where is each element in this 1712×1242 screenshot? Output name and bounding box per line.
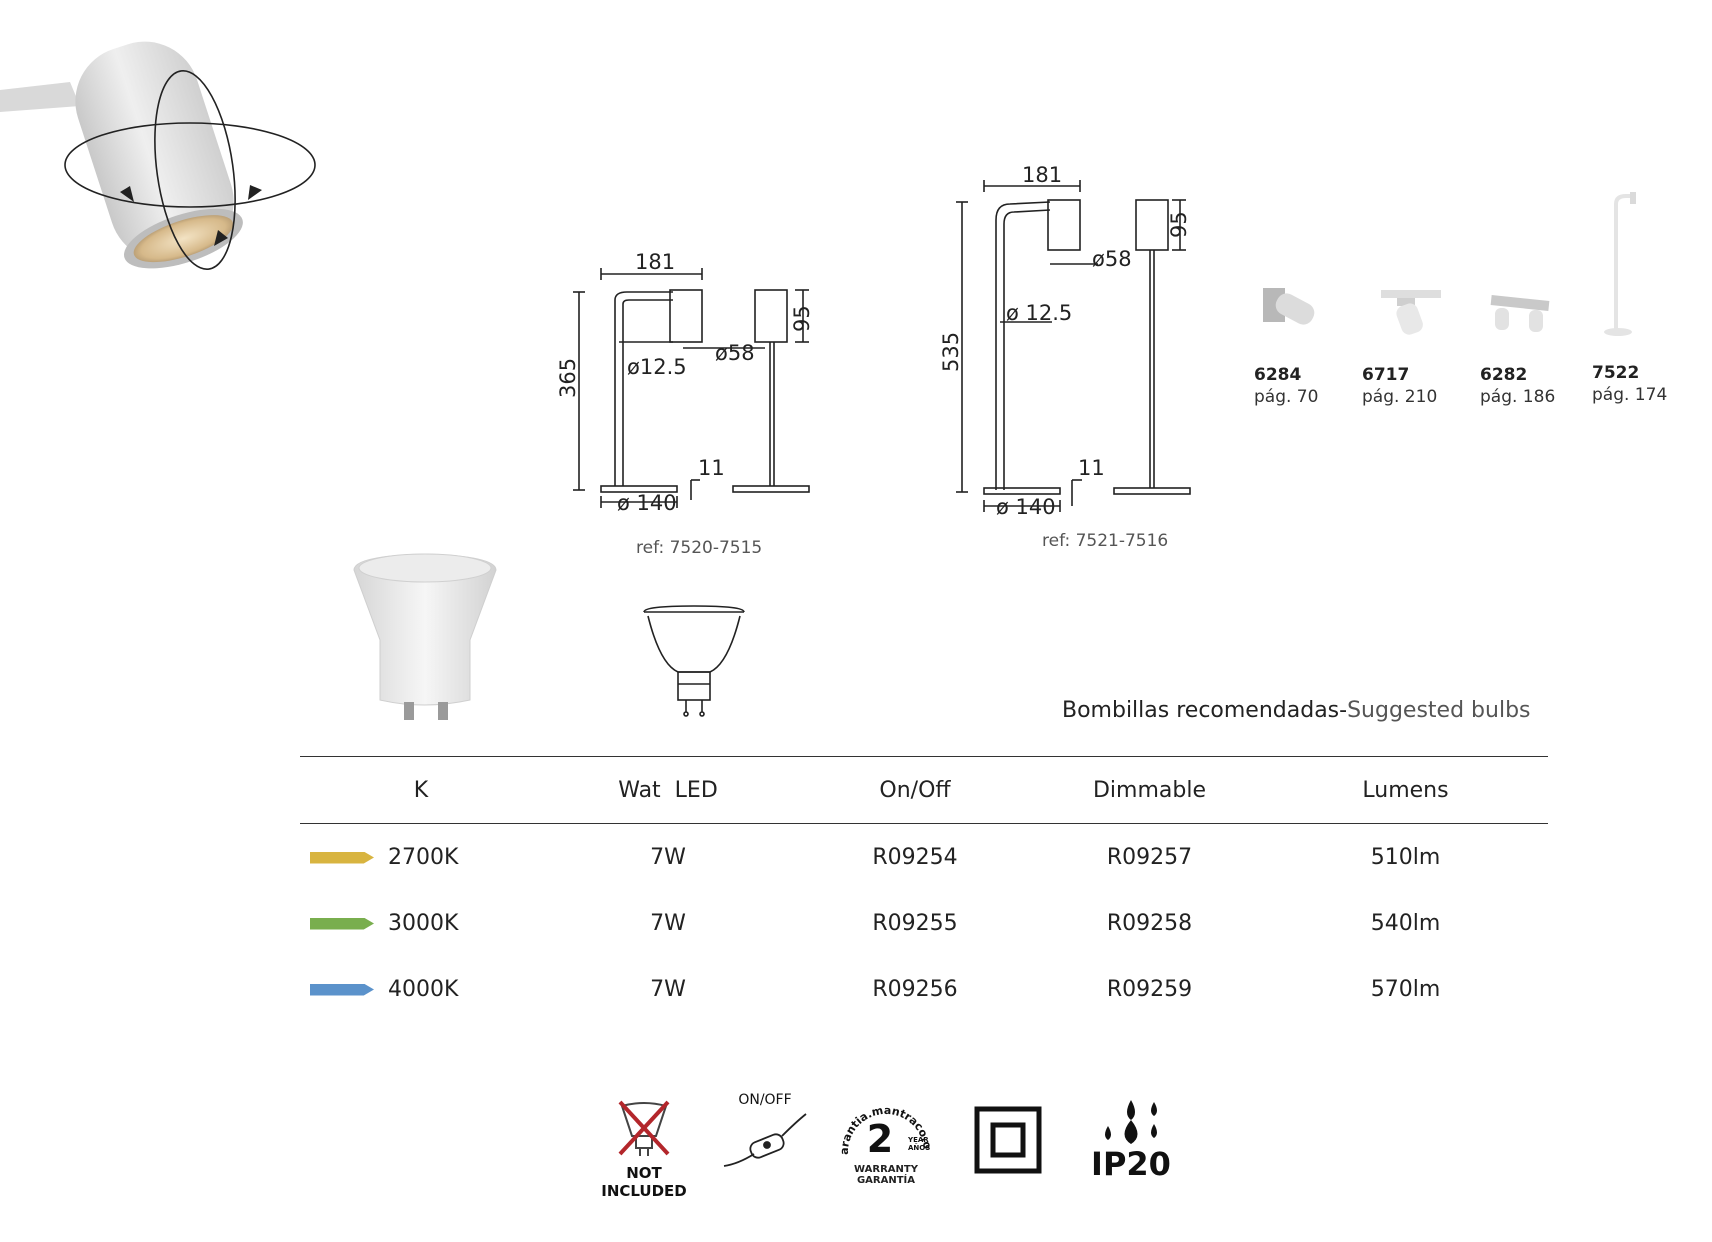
header-lumens: Lumens — [1263, 756, 1548, 824]
large-lamp-drawing: 181 535 ø 12.5 ø58 ø 140 11 95 — [940, 163, 1191, 519]
thumb-6282[interactable]: 6282 pág. 186 — [1480, 364, 1555, 408]
cell-lumens: 540lm — [1370, 910, 1441, 936]
warranty-seal-icon: garantia.mantraco.org 2 YEAR AÑOS — [834, 1086, 934, 1161]
warranty-badge: garantia.mantraco.org 2 YEAR AÑOS WARRAN… — [834, 1086, 934, 1186]
thumb-6717-image — [1381, 290, 1441, 335]
color-temperature-arrow-icon — [310, 851, 374, 864]
small-base-thickness-label: 11 — [698, 456, 725, 480]
thumb-6717[interactable]: 6717 pág. 210 — [1362, 364, 1437, 408]
bulb-spec-table: K Wat LED On/Off Dimmable Lumens 2700K 7… — [300, 756, 1548, 1022]
thumb-page: pág. 174 — [1592, 385, 1668, 405]
table-row: 4000K 7W R09256 R09259 570lm — [300, 956, 1548, 1022]
cell-onoff: R09256 — [872, 976, 958, 1002]
small-head-height-label: 95 — [790, 305, 814, 332]
bulbs-title-en: Suggested bulbs — [1347, 698, 1531, 723]
header-k: K — [300, 756, 542, 824]
switch-badge: ON/OFF — [720, 1092, 810, 1176]
color-temperature-arrow-icon — [310, 917, 374, 930]
small-width-label: 181 — [635, 250, 675, 274]
small-lamp-ref: ref: 7520-7515 — [636, 538, 763, 558]
small-base-diameter-label: ø 140 — [617, 491, 677, 515]
bulbs-title-es: Bombillas recomendadas — [1062, 698, 1340, 723]
thumb-code: 6282 — [1480, 365, 1528, 385]
large-tube-label: ø 12.5 — [1006, 301, 1072, 325]
cell-dimmable: R09257 — [1106, 844, 1193, 870]
water-drops-icon — [1105, 1100, 1157, 1144]
color-temperature-arrow-icon — [310, 983, 374, 996]
thumb-7522[interactable]: 7522 pág. 174 — [1592, 362, 1667, 406]
large-base-diameter-label: ø 140 — [996, 495, 1056, 519]
inline-switch-icon — [723, 1113, 807, 1167]
thumb-page: pág. 186 — [1480, 387, 1556, 407]
warranty-anos: AÑOS — [908, 1143, 930, 1152]
cell-onoff: R09255 — [872, 910, 958, 936]
bulb-not-included-badge: NOT INCLUDED — [584, 1098, 704, 1200]
not-included-label: NOT INCLUDED — [601, 1164, 687, 1200]
thumb-6284[interactable]: 6284 pág. 70 — [1254, 364, 1318, 408]
bulb-crossed-icon — [618, 1100, 670, 1156]
gu10-bulb-drawing — [643, 605, 745, 717]
warranty-es: GARANTÍA — [856, 1175, 916, 1186]
gu10-bulb-photo — [353, 553, 497, 720]
header-dimmable: Dimmable — [1036, 756, 1263, 824]
rotating-spotlight-image — [0, 41, 316, 270]
large-width-label: 181 — [1022, 163, 1062, 187]
small-lamp-drawing: 181 365 ø12.5 ø58 ø 140 11 95 — [556, 250, 814, 515]
cell-lumens: 570lm — [1370, 976, 1441, 1002]
cell-dimmable: R09258 — [1106, 910, 1193, 936]
cell-k: 4000K — [300, 956, 542, 1022]
large-base-thickness-label: 11 — [1078, 456, 1105, 480]
ip-rating-badge: IP20 — [1086, 1098, 1176, 1180]
large-head-diameter-label: ø58 — [1092, 247, 1132, 271]
warranty-year-word: YEAR — [907, 1136, 929, 1144]
cell-k: 3000K — [300, 890, 542, 956]
thumb-6284-image — [1263, 288, 1315, 325]
thumb-code: 6284 — [1254, 365, 1302, 385]
header-onoff: On/Off — [794, 756, 1036, 824]
warranty-years: 2 — [867, 1117, 893, 1161]
rotation-vertical-icon — [154, 70, 236, 270]
k-value: 4000K — [388, 976, 459, 1002]
double-square-icon — [974, 1106, 1042, 1174]
cell-watt: 7W — [650, 844, 686, 870]
thumb-6282-image — [1490, 294, 1550, 332]
cell-watt: 7W — [650, 910, 686, 936]
thumb-code: 7522 — [1592, 363, 1640, 383]
large-lamp-ref: ref: 7521-7516 — [1042, 531, 1169, 551]
large-height-label: 535 — [940, 332, 963, 372]
bulbs-title-separator: - — [1339, 698, 1348, 723]
thumb-page: pág. 70 — [1254, 387, 1319, 407]
thumb-7522-image — [1604, 192, 1636, 336]
thumb-code: 6717 — [1362, 365, 1410, 385]
k-value: 3000K — [388, 910, 459, 936]
cell-onoff: R09254 — [872, 844, 958, 870]
cell-dimmable: R09259 — [1106, 976, 1193, 1002]
warranty-en: WARRANTY — [854, 1164, 918, 1175]
ip-rating-label: IP20 — [1091, 1145, 1171, 1183]
table-header-row: K Wat LED On/Off Dimmable Lumens — [300, 756, 1548, 824]
table-row: 3000K 7W R09255 R09258 540lm — [300, 890, 1548, 956]
switch-label: ON/OFF — [738, 1092, 792, 1108]
thumb-page: pág. 210 — [1362, 387, 1438, 407]
small-tube-label: ø12.5 — [627, 355, 687, 379]
k-value: 2700K — [388, 844, 459, 870]
small-head-diameter-label: ø58 — [715, 341, 755, 365]
small-height-label: 365 — [556, 358, 580, 398]
suggested-bulbs-title: Bombillas recomendadas-Suggested bulbs — [1062, 698, 1531, 723]
rotation-horizontal-icon — [64, 122, 316, 208]
cell-lumens: 510lm — [1370, 844, 1441, 870]
large-head-height-label: 95 — [1167, 211, 1191, 238]
header-watt: Wat LED — [542, 756, 794, 824]
cell-k: 2700K — [300, 824, 542, 891]
cell-watt: 7W — [650, 976, 686, 1002]
table-row: 2700K 7W R09254 R09257 510lm — [300, 824, 1548, 891]
